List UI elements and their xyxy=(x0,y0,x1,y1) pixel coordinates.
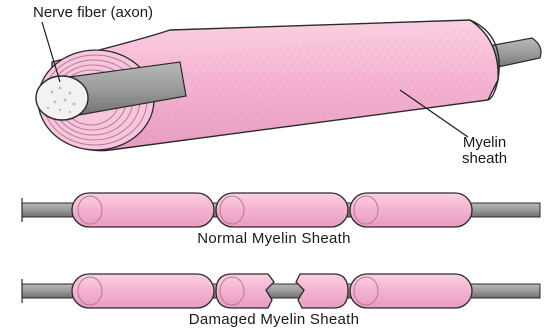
torn-myelin-segment-edge xyxy=(296,274,348,308)
myelin-segment xyxy=(216,193,348,227)
axon-cross-section xyxy=(36,76,88,120)
torn-myelin-segment xyxy=(216,274,274,308)
myelin-segment xyxy=(72,274,214,308)
myelin-label-line2: sheath xyxy=(462,151,507,167)
normal-myelin-caption: Normal Myelin Sheath xyxy=(0,230,548,247)
myelin-sheath-label: Myelin sheath xyxy=(462,135,507,167)
myelin-segment xyxy=(72,193,214,227)
nerve-fiber-cutaway xyxy=(36,20,541,151)
damaged-myelin-caption: Damaged Myelin Sheath xyxy=(0,311,548,328)
myelin-segment xyxy=(350,193,472,227)
damaged-myelin-fiber xyxy=(22,274,540,308)
axon-label: Nerve fiber (axon) xyxy=(33,4,153,21)
myelin-segment xyxy=(350,274,472,308)
normal-myelin-fiber xyxy=(22,193,540,227)
myelin-label-line1: Myelin xyxy=(462,135,507,151)
